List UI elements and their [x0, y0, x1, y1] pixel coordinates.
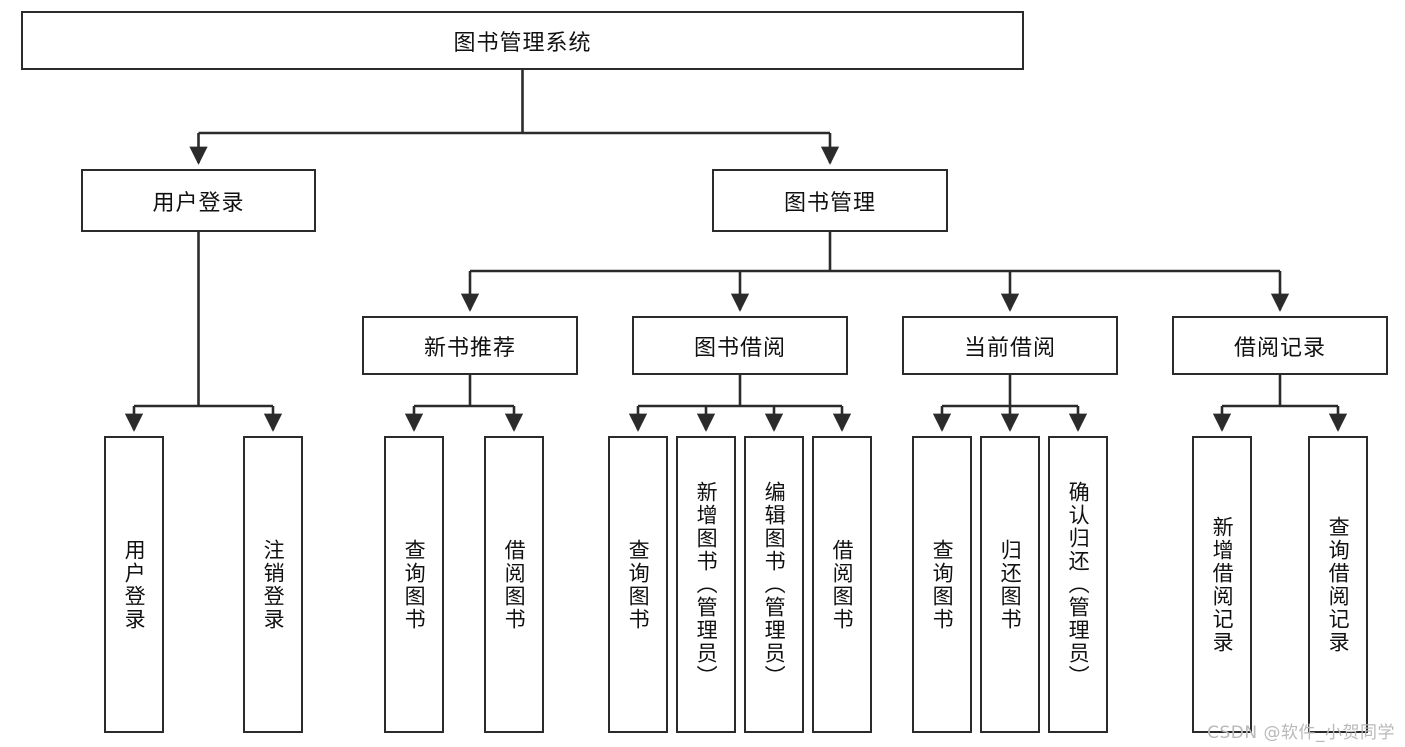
leaf-borrow-book-recommend-label: 借阅图书: [502, 538, 527, 631]
leaf-borrow-book[interactable]: 借阅图书: [812, 436, 872, 733]
leaf-confirm-return-admin-label: 确认归还（管理员）: [1066, 481, 1091, 688]
leaf-borrow-book-recommend[interactable]: 借阅图书: [484, 436, 544, 733]
watermark: CSDN @软件_小贺同学: [1207, 723, 1395, 743]
node-current-borrow[interactable]: 当前借阅: [902, 316, 1118, 375]
leaf-edit-book-admin[interactable]: 编辑图书（管理员）: [744, 436, 804, 733]
leaf-return-book[interactable]: 归还图书: [980, 436, 1040, 733]
leaf-query-borrow-record-label: 查询借阅记录: [1326, 515, 1351, 654]
node-book-management[interactable]: 图书管理: [712, 169, 948, 232]
node-new-book-recommend[interactable]: 新书推荐: [362, 316, 578, 375]
leaf-user-login-label: 用户登录: [122, 538, 147, 631]
leaf-add-book-admin[interactable]: 新增图书（管理员）: [676, 436, 736, 733]
leaf-query-book-recommend-label: 查询图书: [402, 538, 427, 631]
leaf-query-book-borrow-label: 查询图书: [626, 538, 651, 631]
leaf-edit-book-admin-label: 编辑图书（管理员）: [762, 481, 787, 688]
node-root-label: 图书管理系统: [453, 30, 592, 56]
node-new-book-recommend-label: 新书推荐: [423, 335, 516, 361]
leaf-confirm-return-admin[interactable]: 确认归还（管理员）: [1048, 436, 1108, 733]
leaf-add-book-admin-label: 新增图书（管理员）: [694, 481, 719, 688]
node-book-borrow[interactable]: 图书借阅: [632, 316, 848, 375]
leaf-query-book-recommend[interactable]: 查询图书: [384, 436, 444, 733]
leaf-user-login[interactable]: 用户登录: [104, 436, 164, 733]
leaf-query-borrow-record[interactable]: 查询借阅记录: [1308, 436, 1368, 733]
leaf-borrow-book-label: 借阅图书: [830, 538, 855, 631]
node-borrow-record-label: 借阅记录: [1233, 335, 1326, 361]
node-root[interactable]: 图书管理系统: [21, 11, 1024, 70]
leaf-query-book-current-label: 查询图书: [930, 538, 955, 631]
node-book-borrow-label: 图书借阅: [693, 335, 786, 361]
node-current-borrow-label: 当前借阅: [963, 335, 1056, 361]
leaf-return-book-label: 归还图书: [998, 538, 1023, 631]
leaf-add-borrow-record-label: 新增借阅记录: [1210, 515, 1235, 654]
leaf-query-book-current[interactable]: 查询图书: [912, 436, 972, 733]
leaf-query-book-borrow[interactable]: 查询图书: [608, 436, 668, 733]
leaf-logout-label: 注销登录: [261, 538, 286, 631]
node-book-management-label: 图书管理: [783, 190, 876, 216]
leaf-add-borrow-record[interactable]: 新增借阅记录: [1192, 436, 1252, 733]
leaf-logout[interactable]: 注销登录: [243, 436, 303, 733]
node-user-login-label: 用户登录: [152, 190, 245, 216]
node-user-login[interactable]: 用户登录: [81, 169, 316, 232]
node-borrow-record[interactable]: 借阅记录: [1172, 316, 1388, 375]
